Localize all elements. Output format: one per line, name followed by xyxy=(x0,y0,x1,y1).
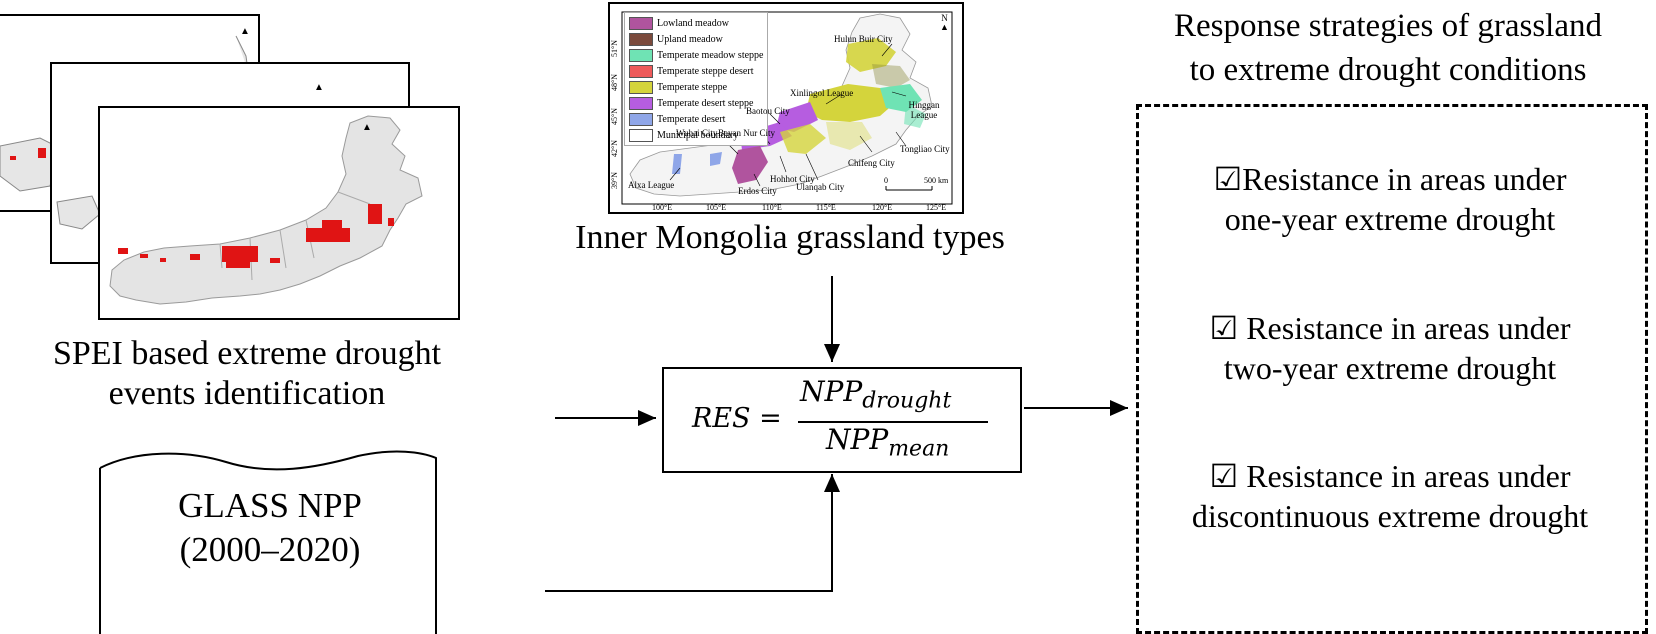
fraction-bar xyxy=(798,421,988,423)
lon-tick: 125°E xyxy=(926,203,947,212)
glass-npp-line1: GLASS NPP xyxy=(178,486,362,525)
glass-npp-label: GLASS NPP (2000–2020) xyxy=(100,484,440,572)
legend-label: Temperate desert xyxy=(657,113,726,125)
spei-map-front-graphic xyxy=(109,115,423,305)
legend-swatch xyxy=(629,96,653,110)
legend-item: Temperate steppe desert xyxy=(629,63,763,79)
legend-item: Temperate meadow steppe xyxy=(629,47,763,63)
lon-tick: 115°E xyxy=(816,203,836,212)
strategy-line1: ☑Resistance in areas under xyxy=(1213,161,1567,197)
legend-label: Lowland meadow xyxy=(657,17,729,29)
scale-km: 500 km xyxy=(924,176,949,185)
legend-label: Temperate steppe desert xyxy=(657,65,754,77)
formula-denominator: NPPmean xyxy=(826,423,949,462)
north-arrow-icon: N▲ xyxy=(940,13,949,32)
city-label: Erdos City xyxy=(738,186,777,196)
strategy-line2: two-year extreme drought xyxy=(1223,350,1557,386)
spei-map-front: ▲ xyxy=(98,106,460,320)
north-arrow-icon: ▲ xyxy=(240,26,250,37)
scale-zero: 0 xyxy=(884,176,888,185)
legend-swatch xyxy=(629,48,653,62)
numerator-sub: drought xyxy=(862,388,952,414)
res-formula-box: RES = NPPdrought NPPmean xyxy=(662,367,1022,473)
glass-npp-line2: (2000–2020) xyxy=(179,530,361,569)
strategy-one-year: ☑Resistance in areas under one-year extr… xyxy=(1140,159,1640,239)
legend-label: Upland meadow xyxy=(657,33,723,45)
grassland-type-map-graphic xyxy=(621,11,953,205)
arrow-glass-to-formula xyxy=(545,474,840,592)
strategies-title: Response strategies of grassland to extr… xyxy=(1124,4,1652,92)
spei-caption-line1: SPEI based extreme drought xyxy=(52,335,442,372)
lon-tick: 110°E xyxy=(762,203,782,212)
glass-npp-document-shape xyxy=(99,450,437,634)
grassland-type-map: Lowland meadow Upland meadow Temperate m… xyxy=(608,2,964,214)
legend-item: Lowland meadow xyxy=(629,15,763,31)
city-label: Baotou City xyxy=(746,106,790,116)
numerator-main: NPP xyxy=(800,375,863,408)
north-label: N xyxy=(941,13,948,23)
legend-swatch xyxy=(629,112,653,126)
legend-swatch xyxy=(629,128,653,142)
city-label: Hinggan League xyxy=(908,100,940,120)
strategies-title-line1: Response strategies of grassland xyxy=(1174,8,1602,44)
lon-tick: 100°E xyxy=(652,203,673,212)
city-label: Hohhot City xyxy=(770,174,815,184)
city-label: Chifeng City xyxy=(848,158,895,168)
north-arrow-icon: ▲ xyxy=(362,122,372,133)
legend-label: Temperate meadow steppe xyxy=(657,49,764,61)
strategy-line1: ☑ Resistance in areas under xyxy=(1209,458,1571,494)
city-label: Tongliao City xyxy=(900,144,950,154)
strategy-line1: ☑ Resistance in areas under xyxy=(1209,310,1571,346)
legend-item: Temperate desert steppe xyxy=(629,95,763,111)
legend-item: Municipal boundary xyxy=(629,127,763,143)
legend-swatch xyxy=(629,64,653,78)
grassland-legend: Lowland meadow Upland meadow Temperate m… xyxy=(624,12,769,146)
legend-swatch xyxy=(629,16,653,30)
legend-item: Upland meadow xyxy=(629,31,763,47)
city-label: Wuhai City xyxy=(676,128,718,138)
strategy-line2: one-year extreme drought xyxy=(1224,201,1556,237)
spei-caption: SPEI based extreme drought events identi… xyxy=(12,334,482,414)
formula-numerator: NPPdrought xyxy=(800,375,951,414)
legend-swatch xyxy=(629,32,653,46)
strategies-box xyxy=(1136,104,1648,634)
denominator-main: NPP xyxy=(826,423,889,456)
spei-map-middle-graphic xyxy=(56,195,101,230)
grassland-caption: Inner Mongolia grassland types xyxy=(575,219,1005,256)
legend-label: Temperate steppe xyxy=(657,81,728,93)
city-label: Hulun Buir City xyxy=(834,34,893,44)
city-label: Bayan Nur City xyxy=(718,128,775,138)
north-arrow-icon: ▲ xyxy=(314,82,324,93)
strategies-title-line2: to extreme drought conditions xyxy=(1189,52,1587,88)
lon-tick: 105°E xyxy=(706,203,727,212)
strategy-two-year: ☑ Resistance in areas under two-year ext… xyxy=(1140,308,1640,388)
legend-swatch xyxy=(629,80,653,94)
legend-item: Temperate steppe xyxy=(629,79,763,95)
strategy-discontinuous: ☑ Resistance in areas under discontinuou… xyxy=(1140,456,1640,536)
lon-tick: 120°E xyxy=(872,203,893,212)
strategy-line2: discontinuous extreme drought xyxy=(1191,498,1589,534)
denominator-sub: mean xyxy=(888,436,950,462)
legend-item: Temperate desert xyxy=(629,111,763,127)
legend-label: Municipal boundary xyxy=(657,129,739,141)
city-label: Ulanqab City xyxy=(796,182,845,192)
legend-label: Temperate desert steppe xyxy=(657,97,754,109)
formula-lhs: RES = xyxy=(692,403,782,434)
city-label: Xinlingol League xyxy=(790,88,854,98)
spei-caption-line2: events identification xyxy=(108,375,386,412)
city-label: Alxa League xyxy=(628,180,675,190)
